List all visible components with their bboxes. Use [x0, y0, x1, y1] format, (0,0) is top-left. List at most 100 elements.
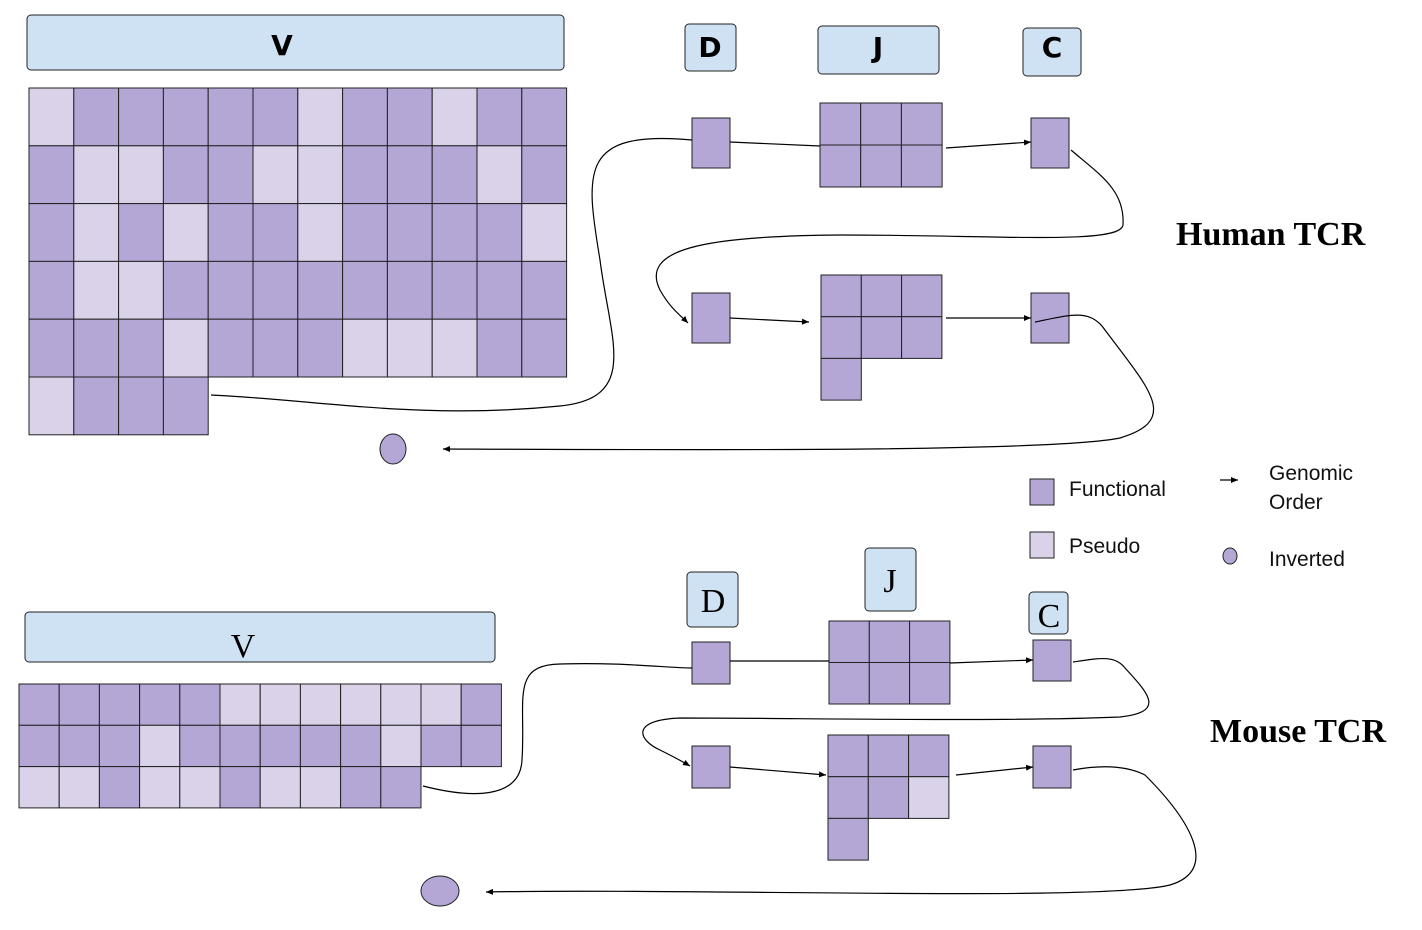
mouse-v-cell-functional — [58, 724, 100, 768]
human-v-cell-pseudo — [342, 318, 388, 378]
mouse-j-label: J — [883, 563, 896, 600]
human-d-header — [684, 23, 737, 72]
human-j-lower-cell-functional — [860, 274, 903, 318]
human-wire-c2-to-inverted — [442, 314, 1155, 453]
human-v-cell-functional — [162, 260, 209, 320]
human-v-cell-pseudo — [431, 87, 478, 147]
human-v-cell-functional — [252, 203, 299, 262]
mouse-d-header — [686, 571, 739, 628]
mouse-v-cell-pseudo — [58, 766, 100, 809]
mouse-d-segment-1 — [691, 641, 731, 685]
mouse-v-cell-pseudo — [299, 683, 342, 726]
human-v-cell-functional — [431, 145, 478, 205]
human-v-cell-pseudo — [162, 203, 209, 262]
human-v-cell-functional — [476, 318, 523, 378]
mouse-v-cell-pseudo — [299, 766, 342, 809]
human-v-cell-functional — [118, 203, 164, 262]
mouse-v-cell-pseudo — [259, 766, 301, 809]
human-v-cell-functional — [207, 260, 254, 320]
human-v-cell-pseudo — [118, 145, 164, 205]
mouse-v-gene-grid — [18, 683, 502, 809]
human-v-cell-functional — [28, 145, 75, 205]
human-v-cell-pseudo — [521, 203, 568, 262]
mouse-wire-j-to-c — [949, 657, 1034, 664]
mouse-v-cell-functional — [299, 724, 342, 768]
human-v-cell-functional — [386, 145, 433, 205]
mouse-v-cell-pseudo — [139, 766, 181, 809]
mouse-v-cell-functional — [179, 683, 221, 726]
legend-functional-swatch — [1029, 478, 1055, 506]
legend-functional-label: Functional — [1069, 478, 1166, 501]
human-v-cell-functional — [521, 318, 568, 378]
legend-pseudo-swatch — [1029, 531, 1055, 559]
human-v-cell-functional — [297, 318, 344, 378]
mouse-v-cell-functional — [340, 724, 382, 768]
human-wire-v-to-d — [210, 137, 693, 412]
human-j-upper-cell-functional — [860, 102, 902, 146]
mouse-inverted-segment — [420, 875, 460, 907]
human-wire-c-to-d2 — [655, 149, 1124, 324]
mouse-wire-c2-to-inverted — [485, 766, 1197, 895]
human-v-cell-pseudo — [297, 145, 344, 205]
human-v-cell-pseudo — [476, 145, 523, 205]
human-v-cell-functional — [207, 203, 254, 262]
mouse-j-lower-cell-pseudo — [908, 776, 950, 819]
mouse-v-cell-functional — [219, 724, 261, 768]
human-v-cell-pseudo — [73, 260, 120, 320]
human-v-cell-functional — [521, 145, 568, 205]
mouse-j-lower-cell-functional — [827, 817, 869, 861]
mouse-c-header — [1028, 591, 1069, 635]
human-d-segment-2 — [691, 292, 731, 344]
mouse-v-cell-pseudo — [219, 683, 261, 726]
human-j-lower-cell-functional — [901, 274, 943, 318]
mouse-d-label: D — [701, 583, 726, 620]
mouse-v-cell-functional — [18, 724, 60, 768]
mouse-v-cell-pseudo — [340, 683, 382, 726]
mouse-v-cell-functional — [98, 766, 141, 809]
human-v-cell-functional — [207, 87, 254, 147]
human-v-cell-functional — [431, 203, 478, 262]
mouse-j-lower-cell-functional — [827, 734, 869, 778]
human-v-cell-functional — [476, 87, 523, 147]
human-v-cell-pseudo — [73, 203, 120, 262]
human-wire-j-to-c — [945, 139, 1032, 149]
legend-genomic-order-label-2: Order — [1269, 491, 1323, 514]
human-v-cell-functional — [476, 260, 523, 320]
mouse-c-segment-2 — [1032, 745, 1072, 789]
mouse-wire-j-to-c2 — [955, 764, 1034, 776]
human-v-cell-pseudo — [297, 203, 344, 262]
legend-inverted-icon — [1222, 547, 1238, 565]
mouse-j-upper-cell-functional — [828, 620, 870, 663]
mouse-v-cell-functional — [380, 766, 422, 809]
human-v-cell-pseudo — [431, 318, 478, 378]
mouse-c-segment-1 — [1032, 639, 1072, 682]
human-v-cell-functional — [297, 260, 344, 320]
human-j-upper-cell-functional — [819, 144, 862, 188]
mouse-j-header — [864, 547, 917, 612]
mouse-v-cell-functional — [139, 683, 181, 726]
mouse-v-cell-functional — [179, 724, 221, 768]
mouse-d-segment-2 — [691, 745, 731, 789]
human-j-lower-cell-functional — [820, 316, 862, 359]
mouse-j-lower-cell-functional — [827, 776, 869, 819]
mouse-v-cell-functional — [98, 683, 141, 726]
human-tcr-title: Human TCR — [1176, 216, 1366, 253]
mouse-v-cell-functional — [58, 683, 100, 726]
mouse-j-gene-grid-lower — [827, 734, 950, 861]
human-v-header — [26, 14, 565, 71]
human-v-cell-pseudo — [73, 145, 120, 205]
human-v-label: V — [271, 29, 293, 62]
human-v-cell-functional — [521, 87, 568, 147]
human-v-cell-functional — [73, 376, 120, 436]
mouse-v-cell-functional — [219, 766, 261, 809]
mouse-v-header — [24, 611, 496, 663]
human-v-cell-functional — [118, 87, 164, 147]
mouse-v-cell-functional — [420, 724, 462, 768]
human-v-cell-functional — [342, 87, 388, 147]
mouse-tcr-title: Mouse TCR — [1210, 713, 1386, 750]
mouse-j-lower-cell-functional — [867, 734, 910, 778]
human-v-cell-functional — [252, 260, 299, 320]
mouse-v-cell-pseudo — [139, 724, 181, 768]
human-v-cell-functional — [342, 145, 388, 205]
mouse-v-label: V — [231, 628, 256, 665]
